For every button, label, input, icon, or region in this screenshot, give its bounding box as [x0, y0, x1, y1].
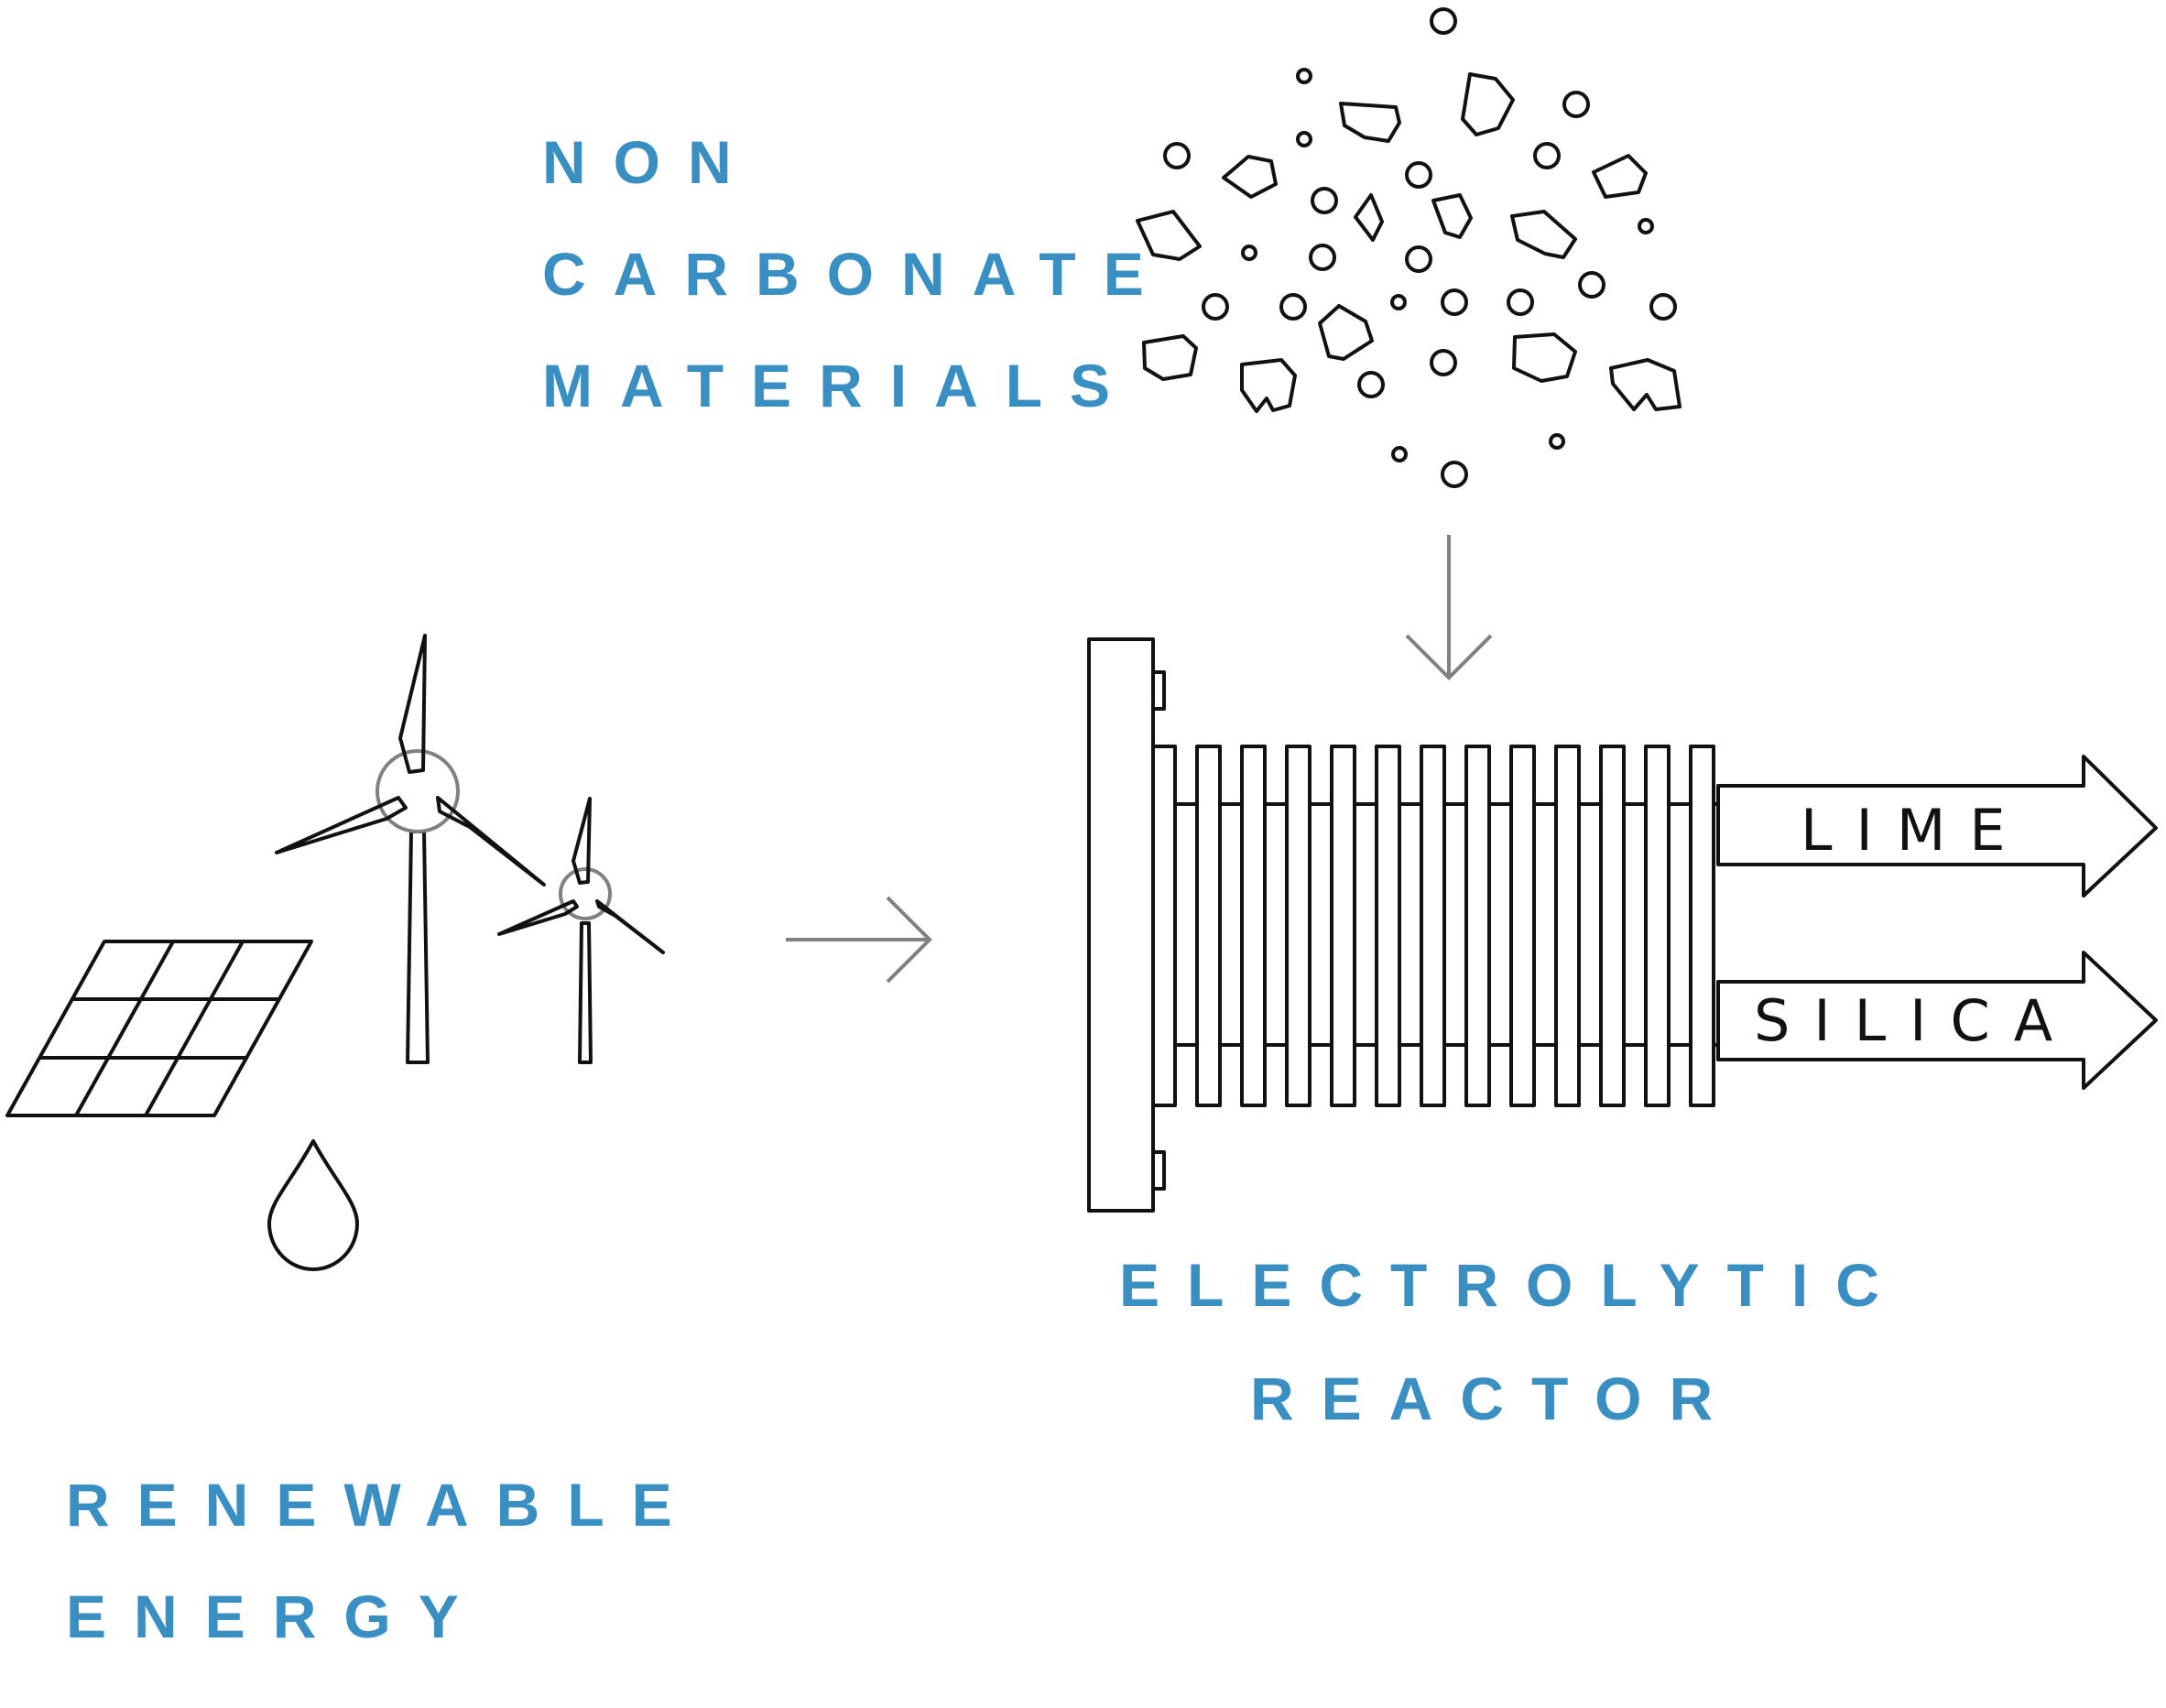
label-non: NON	[542, 128, 759, 196]
solar-panel-icon	[5, 940, 313, 1117]
wind-turbine-icon	[275, 634, 546, 1064]
wind-turbine-small-icon	[497, 797, 665, 1064]
electrolytic-reactor-label: ELECTROLYTIC REACTOR	[1119, 1251, 1907, 1432]
non-carbonate-materials-label: NON CARBONATE MATERIALS	[542, 128, 1171, 419]
label-reactor: REACTOR	[1250, 1365, 1740, 1432]
label-renewable: RENEWABLE	[66, 1471, 700, 1539]
label-carbonate: CARBONATE	[542, 240, 1171, 308]
electrolytic-reactor-icon	[1087, 637, 1718, 1213]
down-arrow-icon	[1405, 535, 1493, 680]
label-materials: MATERIALS	[542, 352, 1137, 419]
right-arrow-icon	[786, 896, 932, 984]
label-electrolytic: ELECTROLYTIC	[1119, 1251, 1907, 1319]
lime-output-arrow: LIME	[1716, 755, 2158, 898]
silica-output-arrow: SILICA	[1716, 951, 2158, 1090]
label-lime: LIME	[1801, 797, 2030, 864]
material-particles-icon	[1136, 7, 1682, 488]
water-drop-icon	[267, 1139, 359, 1271]
label-energy: ENERGY	[66, 1583, 486, 1650]
reactor-plates	[1150, 745, 1715, 1107]
label-silica: SILICA	[1754, 987, 2076, 1054]
renewable-energy-label: RENEWABLE ENERGY	[66, 1471, 700, 1650]
